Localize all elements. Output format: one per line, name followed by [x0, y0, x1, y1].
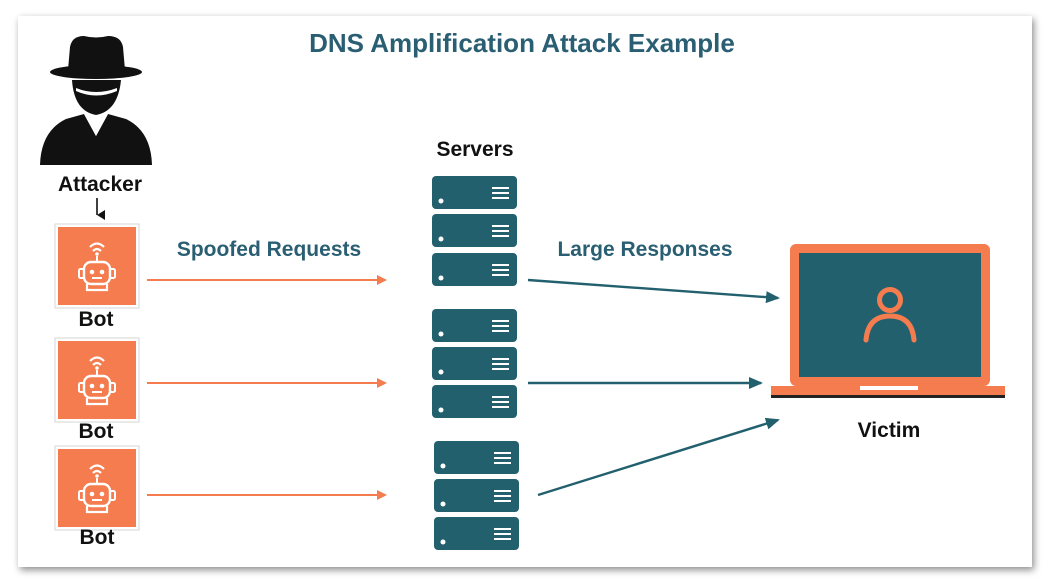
server-stack-2	[431, 308, 518, 419]
bot-icon-2	[53, 336, 141, 424]
server-icon	[431, 175, 518, 210]
attacker-label: Attacker	[58, 173, 142, 196]
server-icon	[433, 478, 520, 513]
attacker-icon	[40, 36, 152, 165]
server-icon	[431, 384, 518, 419]
victim-laptop-icon	[771, 244, 1005, 398]
server-icon	[433, 516, 520, 551]
victim-label: Victim	[858, 419, 921, 442]
bot-icon-3	[53, 444, 141, 532]
bot-label-2: Bot	[79, 420, 114, 443]
bot-icon-1	[53, 222, 141, 310]
bot-label-1: Bot	[79, 308, 114, 331]
server-stack-3	[433, 440, 520, 551]
server-icon	[431, 252, 518, 287]
large-responses-label: Large Responses	[557, 238, 732, 261]
spoofed-requests-label: Spoofed Requests	[177, 238, 361, 261]
server-icon	[431, 308, 518, 343]
server-icon	[431, 346, 518, 381]
large-response-arrow-1	[527, 278, 780, 304]
servers-label: Servers	[436, 138, 513, 161]
large-response-arrow-3	[537, 417, 780, 497]
server-icon	[431, 213, 518, 248]
diagram-title: DNS Amplification Attack Example	[309, 28, 735, 58]
server-icon	[433, 440, 520, 475]
server-stack-1	[431, 175, 518, 287]
bot-label-3: Bot	[80, 526, 115, 549]
